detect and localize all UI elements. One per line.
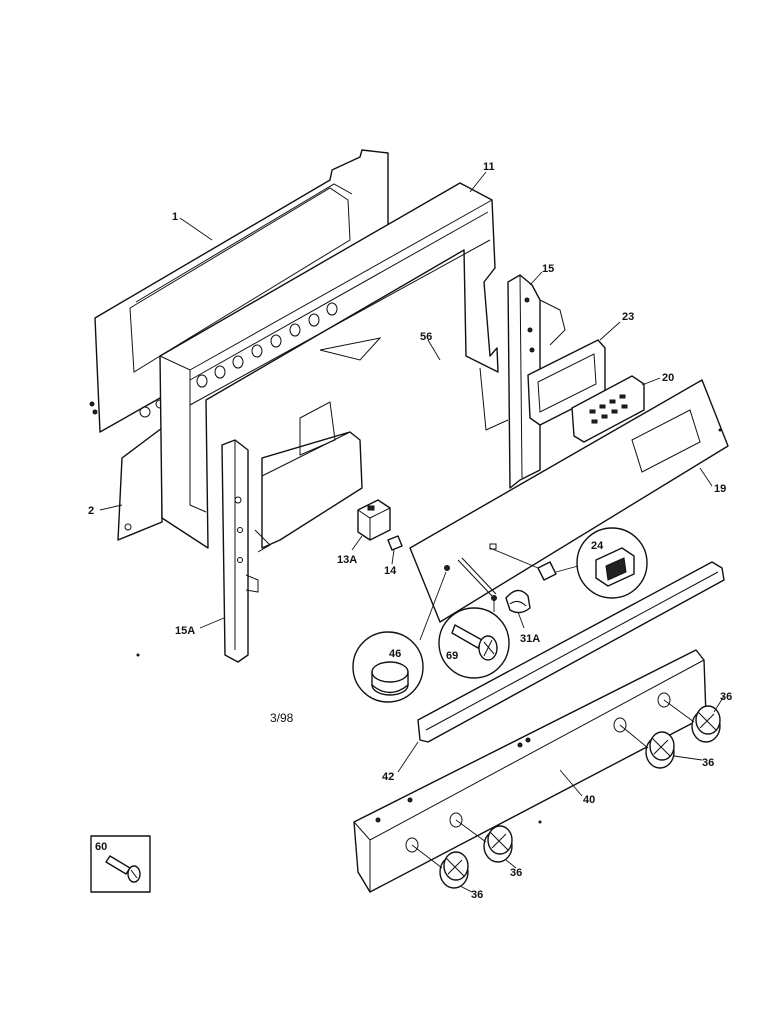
part-40-manifold-panel <box>353 649 707 893</box>
part-14-terminal <box>387 535 403 551</box>
panel-fasteners <box>444 557 497 601</box>
callout-46: 46 <box>389 648 401 660</box>
part-15-right-bracket <box>479 274 566 489</box>
leader-lines <box>99 171 725 893</box>
stray-marks <box>136 428 722 824</box>
part-15a-left-bracket <box>221 439 259 663</box>
callout-1: 1 <box>172 211 178 223</box>
callout-19: 19 <box>714 483 726 495</box>
connector <box>489 547 557 581</box>
callout-24: 24 <box>591 540 604 552</box>
part-20-clock <box>571 375 645 443</box>
callout-11: 11 <box>483 161 495 173</box>
callout-15: 15 <box>542 263 554 275</box>
part-56-shield <box>254 337 382 553</box>
callout-36-b: 36 <box>510 867 522 879</box>
part-42-trim-strip <box>417 561 725 743</box>
part-13a-switch <box>357 499 391 541</box>
callout-40: 40 <box>583 794 595 806</box>
callout-20: 20 <box>662 372 674 384</box>
callout-69: 69 <box>446 650 458 662</box>
part-19-control-panel <box>409 379 729 623</box>
callout-31a: 31A <box>520 633 540 645</box>
part-60-screw-box <box>90 835 151 893</box>
callout-36-a: 36 <box>471 889 483 901</box>
part-36-knob <box>455 819 513 863</box>
callout-2: 2 <box>88 505 94 517</box>
part-36-knob <box>663 699 721 743</box>
callout-36-d: 36 <box>720 691 732 703</box>
part-36-knob <box>619 724 675 769</box>
callout-42: 42 <box>382 771 394 783</box>
callout-labels: 1 2 11 15 15A 56 23 20 19 13A 14 24 46 6… <box>88 161 732 901</box>
part-46-button-detail <box>352 571 447 703</box>
callout-60: 60 <box>95 841 107 853</box>
callout-15a: 15A <box>175 625 195 637</box>
part-24-rocker-switch <box>555 527 648 599</box>
part-11-backguard-frame <box>159 182 499 549</box>
part-2-lower-panel <box>117 427 163 541</box>
date-code: 3/98 <box>270 711 294 725</box>
callout-36-c: 36 <box>702 757 714 769</box>
callout-56: 56 <box>420 331 432 343</box>
part-69-screw-detail <box>438 600 510 679</box>
callout-23: 23 <box>622 311 634 323</box>
part-36-knob <box>411 844 469 889</box>
part-31a-lens <box>505 589 531 614</box>
callout-13a: 13A <box>337 554 357 566</box>
callout-14: 14 <box>384 565 397 577</box>
